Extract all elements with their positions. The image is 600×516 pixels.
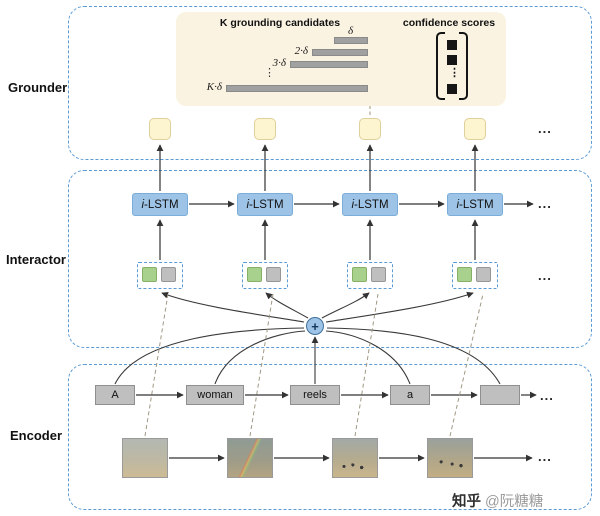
word-feature-square [247,267,262,282]
word-feature-square [142,267,157,282]
score-cell-3 [447,84,457,94]
encoder-label: Encoder [10,428,63,443]
grounder-cell-4 [464,118,486,140]
grounder-cell-3 [359,118,381,140]
score-cell-2 [447,55,457,65]
grounder-ellipsis: ... [538,121,552,136]
word-box-reels: reels [290,385,340,405]
frame-feature-square [161,267,176,282]
grounder-cell-1 [149,118,171,140]
plus-fusion-node: + [306,317,324,335]
ilstm-box-3: i-LSTM [342,193,398,216]
grounder-label: Grounder [8,80,68,95]
pair-row-ellipsis: ... [538,268,552,283]
feature-pair-3 [347,262,393,289]
feature-pair-2 [242,262,288,289]
watermark-brand: 知乎 [452,494,481,510]
word-feature-square [457,267,472,282]
bar-labels-vdots: ⋮ [264,67,275,79]
bar-label-delta: δ [348,25,354,37]
video-frame-3 [332,438,378,478]
feature-pair-1 [137,262,183,289]
candidates-title: K grounding candidates [219,17,341,29]
feature-pair-4 [452,262,498,289]
frame-row-ellipsis: ... [538,449,552,464]
candidate-bar-3 [290,61,368,68]
score-cell-1 [447,40,457,50]
bar-label-3delta: 3·δ [272,57,286,69]
watermark-handle: @阮糖糖 [485,494,544,510]
ilstm-box-1: i-LSTM [132,193,188,216]
video-frame-4 [427,438,473,478]
word-feature-square [352,267,367,282]
candidate-bar-2 [312,49,368,56]
score-bracket-right [459,32,468,100]
grounder-cell-2 [254,118,276,140]
grounder-section-box [68,6,592,160]
word-box-woman: woman [186,385,244,405]
video-frame-2 [227,438,273,478]
ilstm-box-2: i-LSTM [237,193,293,216]
video-frame-1 [122,438,168,478]
score-bracket-left [436,32,445,100]
word-box-empty [480,385,520,405]
word-box-a: A [95,385,135,405]
frame-feature-square [371,267,386,282]
candidate-bar-1 [334,37,368,44]
frame-feature-square [476,267,491,282]
frame-feature-square [266,267,281,282]
candidate-bar-k [226,85,368,92]
interactor-label: Interactor [6,252,66,267]
word-row-ellipsis: ... [540,388,554,403]
score-vdots: ⋮ [449,67,460,79]
watermark: 知乎 @阮糖糖 [452,490,543,511]
bar-label-kdelta: K·δ [206,81,222,93]
bar-label-2delta: 2·δ [294,45,308,57]
word-box-a2: a [390,385,430,405]
confidence-scores-title: confidence scores [402,17,496,29]
ilstm-box-4: i-LSTM [447,193,503,216]
lstm-row-ellipsis: ... [538,196,552,211]
